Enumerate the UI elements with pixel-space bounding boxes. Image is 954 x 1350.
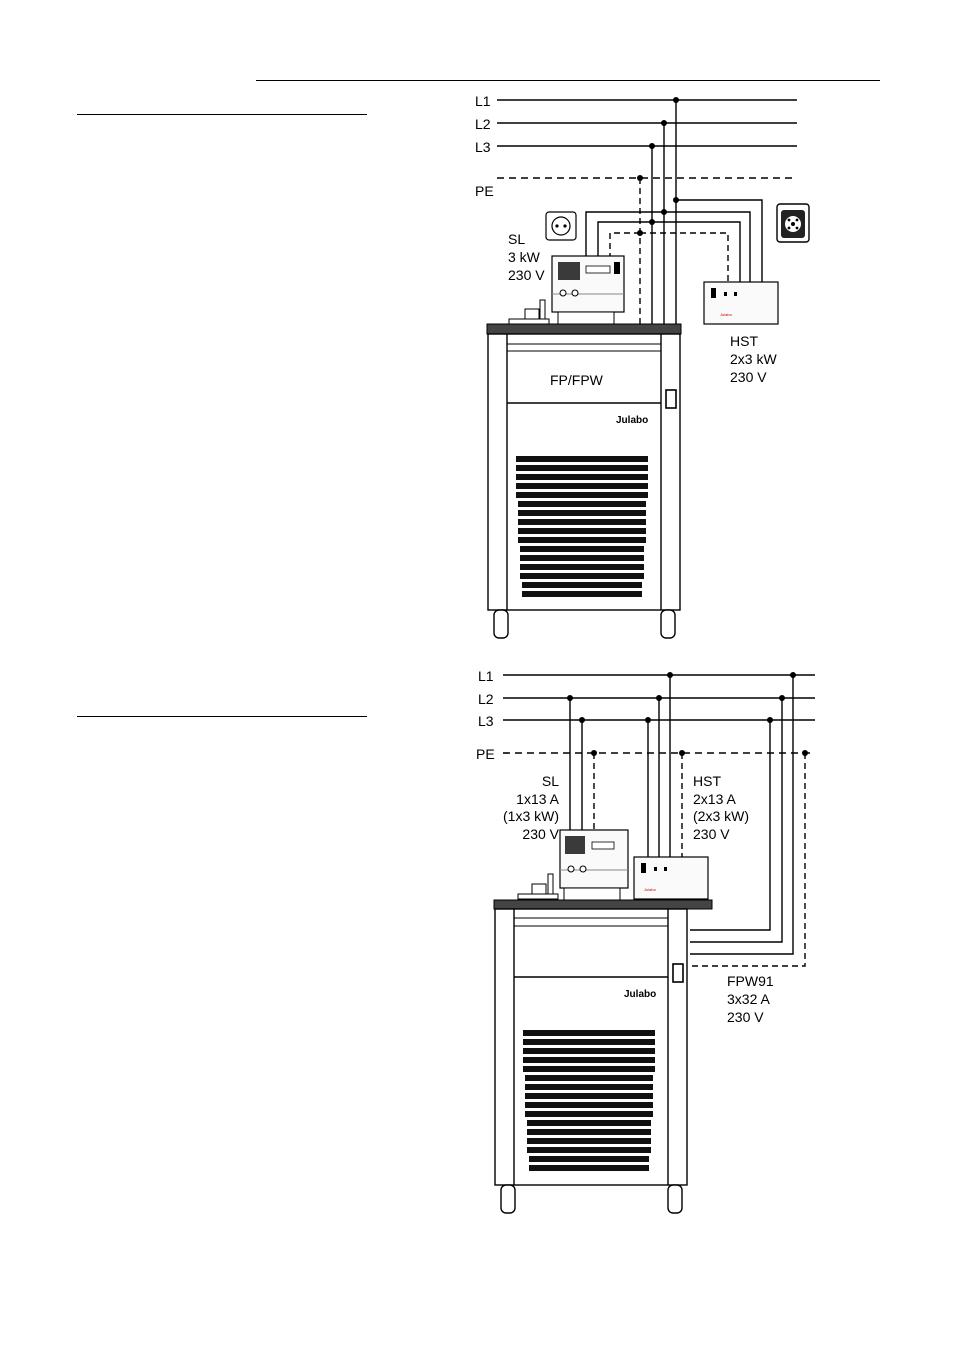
cee-plug-icon <box>777 204 809 242</box>
hst-label-1: HST <box>730 333 758 349</box>
hst-brand-1: Julabo <box>720 312 733 317</box>
supply-lines <box>497 100 797 178</box>
socket-icon <box>546 212 576 240</box>
sl-label-1: SL <box>542 773 559 789</box>
sl-controller-unit <box>560 830 628 900</box>
label-l3: L3 <box>475 139 491 155</box>
sl-label-1: SL <box>508 231 525 247</box>
hst-label-3: (2x3 kW) <box>693 808 749 824</box>
sl-label-3: 230 V <box>508 267 545 283</box>
fpw-label-3: 230 V <box>727 1009 764 1025</box>
label-l2: L2 <box>478 691 494 707</box>
hst-label-2: 2x3 kW <box>730 351 777 367</box>
hst-unit: Julabo <box>634 857 708 899</box>
label-l2: L2 <box>475 116 491 132</box>
accessories <box>509 300 549 324</box>
fpw-label-1: FPW91 <box>727 973 774 989</box>
chiller-cabinet-2 <box>494 900 712 1213</box>
diagram-2: L1 L2 L3 PE SL 1x13 A <box>476 668 815 1213</box>
sl-label-2: 3 kW <box>508 249 541 265</box>
junction-dots <box>637 97 679 236</box>
sl-controller-unit <box>552 256 624 324</box>
sl-label-2: 1x13 A <box>516 791 559 807</box>
junction-dots <box>567 672 808 756</box>
fpw-label-2: 3x32 A <box>727 991 770 1007</box>
hst-brand-2: Julabo <box>644 887 657 892</box>
label-pe: PE <box>475 183 494 199</box>
label-l3: L3 <box>478 713 494 729</box>
chiller-brand-2: Julabo <box>624 989 656 1000</box>
hst-label-3: 230 V <box>730 369 767 385</box>
hst-label-1: HST <box>693 773 721 789</box>
label-l1: L1 <box>475 93 491 109</box>
chiller-brand-1: Julabo <box>616 415 648 426</box>
label-pe: PE <box>476 746 495 762</box>
sl-label-4: 230 V <box>522 826 559 842</box>
sl-label-3: (1x3 kW) <box>503 808 559 824</box>
hst-unit: Julabo <box>704 282 778 324</box>
diagram-1: L1 L2 L3 PE <box>475 93 809 638</box>
chiller-label: FP/FPW <box>550 372 604 388</box>
accessories <box>518 874 558 899</box>
label-l1: L1 <box>478 668 494 684</box>
hst-label-2: 2x13 A <box>693 791 736 807</box>
hst-label-4: 230 V <box>693 826 730 842</box>
